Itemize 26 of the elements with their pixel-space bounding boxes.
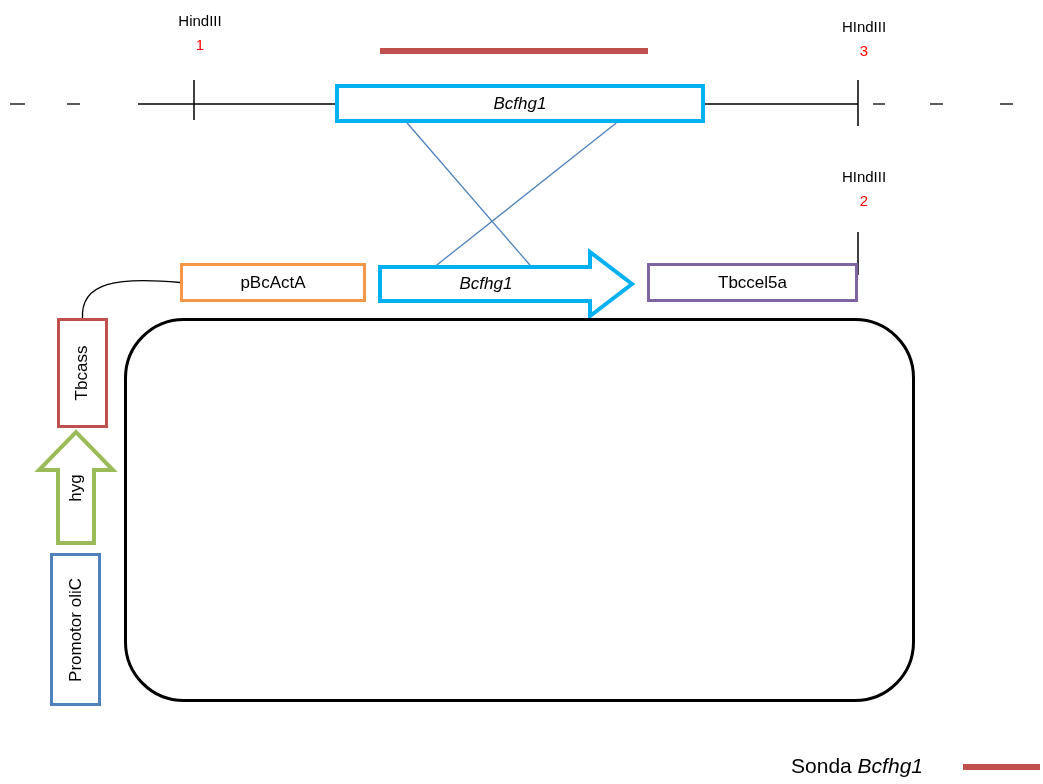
site-number: 3 — [859, 42, 869, 59]
gene-name: Tbcass — [72, 345, 93, 401]
site-number: 2 — [859, 192, 869, 209]
gene-name: pBcActA — [240, 272, 306, 293]
gene-name: hyg — [66, 473, 86, 502]
connector-line — [433, 122, 617, 268]
gene-symbol — [378, 250, 634, 318]
promoter-box — [50, 553, 101, 706]
connector-line — [406, 122, 533, 268]
gene-name: Bcfhg1 — [459, 274, 513, 294]
gene-symbol — [37, 430, 115, 545]
terminator-box — [57, 318, 108, 428]
plasmid-outline — [124, 318, 915, 702]
enzyme-name: HindIII — [178, 12, 222, 29]
enzyme-name: HIndIII — [841, 168, 887, 185]
terminator-box — [647, 263, 858, 302]
legend-text: Sonda Bcfhg1 — [791, 754, 923, 778]
probe-bar — [380, 48, 648, 54]
site-number: 1 — [195, 36, 205, 53]
connector-line — [81, 279, 181, 319]
gene-box — [335, 84, 705, 123]
enzyme-name: HIndIII — [841, 18, 887, 35]
gene-name: Promotor oliC — [65, 577, 86, 682]
gene-name: Bcfhg1 — [493, 93, 547, 114]
promoter-box — [180, 263, 366, 302]
gene-name: Tbccel5a — [718, 272, 787, 293]
